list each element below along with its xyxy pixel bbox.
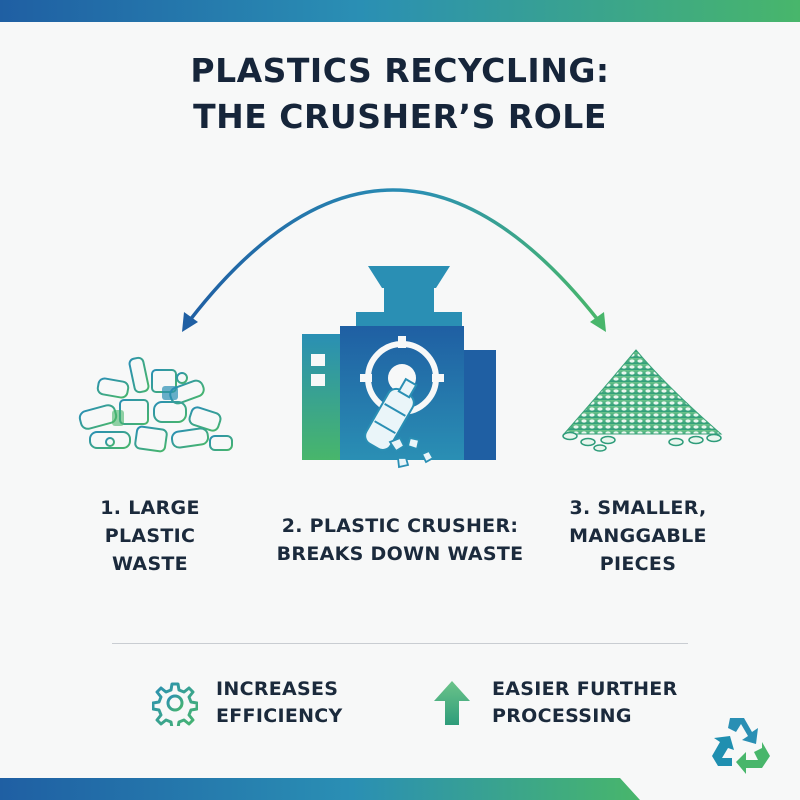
up-arrow-icon — [434, 681, 470, 725]
step-3-label: 3. SMALLER, MANGGABLE PIECES — [548, 494, 728, 578]
step-1-line-2: PLASTIC — [104, 525, 196, 547]
step-1-line-3: WASTE — [112, 553, 188, 575]
step-2-label: 2. PLASTIC CRUSHER: BREAKS DOWN WASTE — [262, 512, 538, 568]
benefit-2-line-2: PROCESSING — [492, 705, 632, 727]
plastic-flakes-pile-icon — [562, 349, 723, 452]
benefit-1-line-2: EFFICIENCY — [216, 705, 343, 727]
arrow-head-left — [182, 312, 198, 332]
recycle-icon — [712, 718, 770, 774]
benefit-1-line-1: INCREASES — [216, 678, 339, 700]
step-3-line-1: 3. SMALLER, — [569, 497, 707, 519]
benefit-processing: EASIER FURTHER PROCESSING — [432, 676, 678, 730]
section-divider — [112, 643, 688, 644]
step-2-line-1: 2. PLASTIC CRUSHER: — [281, 515, 519, 537]
top-gradient-bar — [0, 0, 800, 22]
gear-icon — [152, 682, 198, 726]
title-line-2: THE CRUSHER’S ROLE — [193, 97, 607, 136]
step-3-line-3: PIECES — [599, 553, 677, 575]
step-1-label: 1. LARGE PLASTIC WASTE — [60, 494, 240, 578]
crusher-machine-icon — [302, 266, 496, 469]
page-title: PLASTICS RECYCLING: THE CRUSHER’S ROLE — [0, 48, 800, 140]
benefit-efficiency: INCREASES EFFICIENCY — [152, 676, 343, 730]
step-1-line-1: 1. LARGE — [100, 497, 200, 519]
step-3-line-2: MANGGABLE — [569, 525, 707, 547]
bottom-gradient-bar — [0, 778, 640, 800]
step-2-line-2: BREAKS DOWN WASTE — [276, 543, 524, 565]
benefit-2-line-1: EASIER FURTHER — [492, 678, 678, 700]
title-line-1: PLASTICS RECYCLING: — [190, 51, 610, 90]
plastic-waste-pile-icon — [78, 356, 233, 453]
arrow-head-right — [590, 312, 606, 332]
